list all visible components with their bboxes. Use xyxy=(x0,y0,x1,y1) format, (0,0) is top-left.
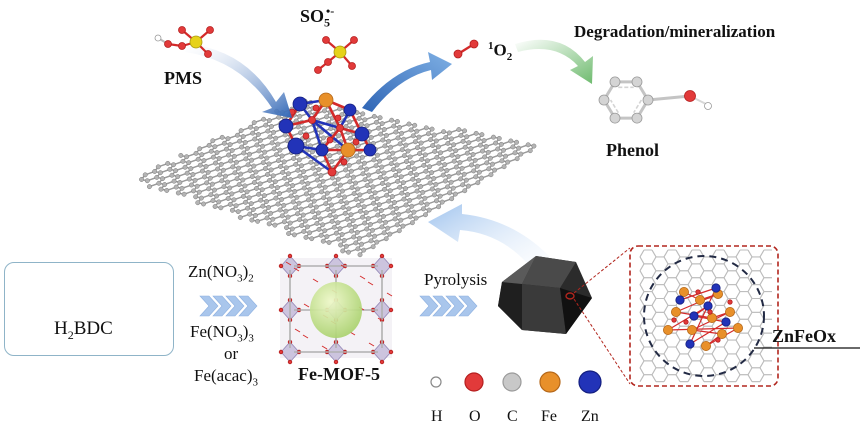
znfeox-cluster-on-graphene xyxy=(278,92,377,177)
phenol-molecule xyxy=(598,76,712,124)
legend-atom-c xyxy=(502,372,522,392)
h2bdc-label: H2BDC xyxy=(54,318,113,342)
zoom-connector-bottom xyxy=(573,298,631,385)
legend-atom-zn xyxy=(578,370,602,394)
or-label: or xyxy=(224,344,239,363)
singlet-oxygen-molecule xyxy=(453,39,479,59)
pyrolysis-label: Pyrolysis xyxy=(424,270,488,289)
legend-label-c: C xyxy=(507,408,518,425)
zoom-connector-top xyxy=(573,247,631,294)
legend-label-fe: Fe xyxy=(541,408,557,425)
legend-label-h: H xyxy=(431,408,443,425)
legend-atom-o xyxy=(464,372,484,392)
legend-atoms xyxy=(430,370,602,394)
fe-no3-label: Fe(NO3)3 xyxy=(190,322,254,345)
fe-mof-5-label: Fe-MOF-5 xyxy=(298,364,380,384)
zoom-highlight-circle xyxy=(643,255,765,377)
so5-radical-molecule xyxy=(314,36,358,74)
legend-atom-fe xyxy=(539,371,561,393)
fe-mof-5-framework xyxy=(278,253,394,365)
znfeox-polyhedron xyxy=(498,256,592,334)
degradation-arrow xyxy=(515,39,593,84)
pms-label: PMS xyxy=(164,68,202,88)
pms-activation-arrow xyxy=(185,44,292,118)
return-arrow xyxy=(428,204,560,280)
singlet-oxygen-arrow xyxy=(362,52,452,112)
chevron-arrows-left xyxy=(199,295,258,317)
h2bdc-box xyxy=(4,262,174,356)
so5-label: SO5•- xyxy=(300,4,335,30)
degradation-label: Degradation/mineralization xyxy=(574,22,776,41)
legend-label-zn: Zn xyxy=(581,408,599,425)
phenol-label: Phenol xyxy=(606,140,660,160)
singlet-oxygen-label: 1O2 xyxy=(488,40,513,64)
zoom-lattice xyxy=(639,249,772,383)
chevron-arrows-right xyxy=(419,295,478,317)
zn-no3-label: Zn(NO3)2 xyxy=(188,262,254,285)
legend-atom-h xyxy=(430,376,442,388)
zoom-box xyxy=(629,245,779,387)
fe-acac-label: Fe(acac)3 xyxy=(194,366,259,389)
znfeox-label: ZnFeOx xyxy=(772,326,837,346)
legend-label-o: O xyxy=(469,408,481,425)
pms-molecule xyxy=(154,26,214,58)
